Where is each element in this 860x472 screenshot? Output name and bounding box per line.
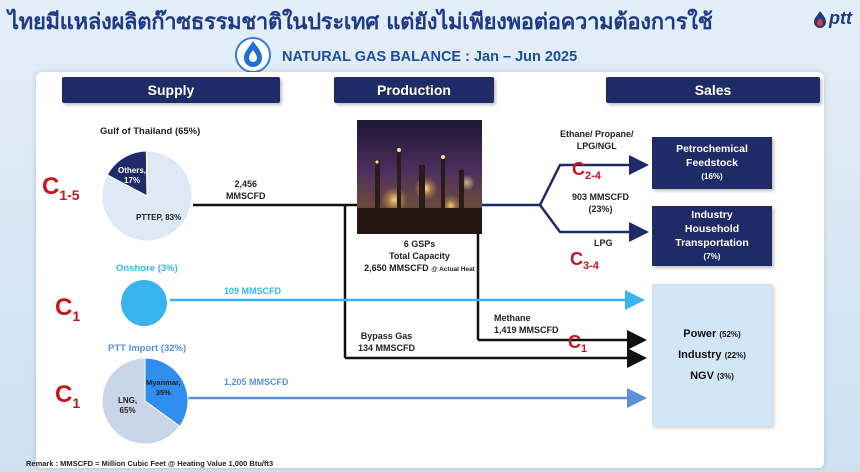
gsp-caption-line2: Total Capacity [389,251,450,261]
sales-ngv-item: NGV (3%) [690,366,734,387]
carbon-label-c1-5: C1-5 [42,173,80,204]
sales-industry-item: Industry (22%) [678,345,746,366]
carbon-label-c1-onshore: C1 [55,294,81,325]
import-pie-chart [101,357,189,445]
bypass-flow-label-line2: 134 MMSCFD [358,343,416,353]
ind-pct: (7%) [703,252,721,261]
import-myanmar-label-line1: Myanmar, [146,378,181,387]
sales-power-box: Power (52%) Industry (22%) NGV (3%) [652,284,772,426]
carbon-c: C [572,159,585,179]
gulf-pie-slice-0 [106,150,148,197]
mid-flow-label: 903 MMSCFD (23%) [572,191,629,215]
carbon-c: C [55,381,73,408]
import-pie-slice-1 [101,357,181,445]
bypass-flow-label: Bypass Gas 134 MMSCFD [358,330,415,354]
sales-power-item: Power (52%) [683,324,740,345]
gulf-others-label: Others, 17% [118,166,146,186]
page-title-thai: ไทยมีแหล่งผลิตก๊าซธรรมชาติในประเทศ แต่ยั… [8,10,713,35]
carbon-sub: 2-4 [585,170,601,182]
gulf-flow-value: 2,456 [234,179,258,189]
gsp-capacity: 2,650 MMSCFD [364,263,429,273]
plant-silhouette [357,148,482,234]
carbon-c: C [42,173,60,200]
logo-text: ptt [829,8,852,28]
remark-footer: Remark : MMSCFD = Million Cubic Feet @ H… [26,459,274,468]
petro-pct: (16%) [701,172,723,181]
carbon-label-c2-4: C2-4 [572,159,601,182]
gsp-caption-line1: 6 GSPs [403,239,436,249]
carbon-c: C [570,249,583,269]
carbon-label-c3-4: C3-4 [570,249,599,272]
gas-flame-icon [235,37,271,73]
gulf-title: Gulf of Thailand (65%) [100,126,201,137]
flame-icon [814,10,827,28]
ind-label-line1: Industry [691,209,733,221]
methane-flow-label-line1: Methane [494,313,531,323]
flow-petro-line [538,155,649,206]
gsp-capacity-note: @ Actual Heat [431,266,475,273]
gulf-flow-unit: MMSCFD [226,191,266,201]
carbon-sub: 1 [581,343,588,355]
carbon-sub: 1 [72,308,81,324]
ngv-pct: (3%) [717,371,734,381]
import-myanmar-label-line2: 35% [155,388,171,397]
import-lng-label: LNG, 65% [118,396,137,416]
gsp-caption: 6 GSPs Total Capacity 2,650 MMSCFD @ Act… [357,238,482,276]
import-lng-label-line1: LNG, [118,396,138,405]
carbon-label-c1-methane: C1 [568,332,588,355]
carbon-sub: 3-4 [583,260,599,272]
bypass-flow-label-line1: Bypass Gas [360,331,413,341]
methane-flow-label: Methane 1,419 MMSCFD [494,312,559,336]
carbon-c: C [55,294,73,321]
gsp-caption-line3: 2,650 MMSCFD @ Actual Heat [357,262,482,276]
petro-label-line1: Petrochemical [676,143,748,155]
gulf-others-label-line2: 17% [124,176,141,185]
carbon-sub: 1-5 [59,187,80,203]
header-supply: Supply [62,77,280,103]
ind-label-line3: Transportation [675,237,749,249]
gas-plant-photo [357,120,482,234]
import-myanmar-label: Myanmar, 35% [146,378,181,398]
import-flow-label: 1,205 MMSCFD [224,377,289,387]
industry-label: Industry [678,348,722,361]
ptt-logo: ptt [813,8,852,29]
gulf-pie-slices [102,150,192,242]
carbon-sub: 1 [72,395,81,411]
ethane-flow-label-line2: LPG/NGL [576,141,617,151]
header-sales: Sales [606,77,820,103]
industry-pct: (22%) [724,350,746,360]
methane-flow-label-line2: 1,419 MMSCFD [494,325,559,335]
gulf-flow-label: 2,456 MMSCFD [226,178,266,202]
carbon-c: C [568,332,581,352]
mid-flow-pct: (23%) [588,204,613,214]
ethane-flow-label-line1: Ethane/ Propane/ [560,129,634,139]
gulf-pie-chart [102,150,192,242]
onshore-circle [121,280,167,326]
ethane-flow-label: Ethane/ Propane/ LPG/NGL [560,128,634,152]
petro-label-line2: Feedstock [686,157,738,169]
power-pct: (52%) [719,329,741,339]
power-label: Power [683,327,717,340]
import-lng-label-line2: 65% [119,406,136,415]
flow-industry-line [538,204,649,242]
ngv-label: NGV [690,369,714,382]
import-pie-slices [101,357,189,445]
sales-petrochemical-box: Petrochemical Feedstock (16%) [652,137,772,189]
sales-industry-household-box: Industry Household Transportation (7%) [652,206,772,266]
subtitle: NATURAL GAS BALANCE : Jan – Jun 2025 [282,49,578,65]
gulf-pttep-label: PTTEP, 83% [136,213,182,222]
header-production: Production [334,77,494,103]
onshore-flow-label: 109 MMSCFD [224,286,282,296]
mid-flow-value: 903 MMSCFD [572,192,630,202]
import-pie-slice-0 [144,357,189,427]
onshore-title: Onshore (3%) [116,263,178,274]
import-title: PTT Import (32%) [108,343,187,354]
lpg-flow-label: LPG [594,238,613,248]
gulf-pie-slice-1 [102,150,192,242]
ind-label-line2: Household [684,223,740,235]
gulf-others-label-line1: Others, [118,166,147,175]
carbon-label-c1-import: C1 [55,381,81,412]
